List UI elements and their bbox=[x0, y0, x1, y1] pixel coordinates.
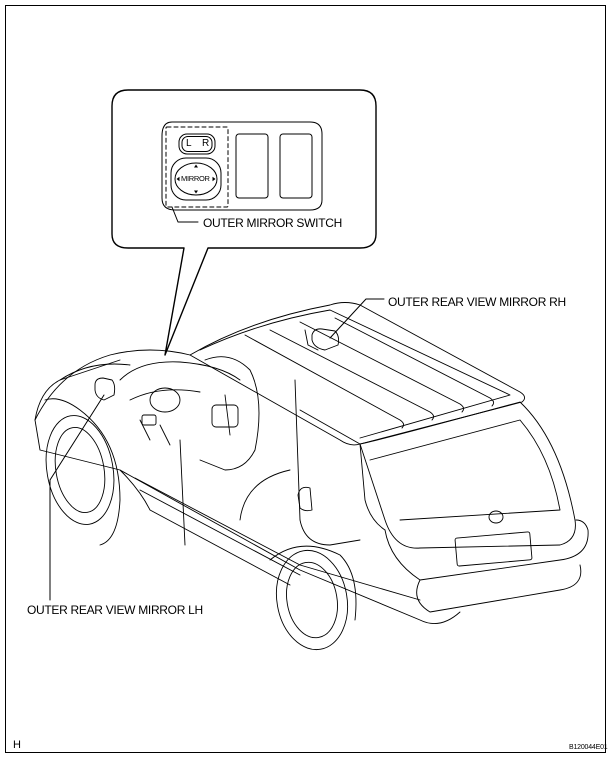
rear-wheel bbox=[276, 549, 348, 651]
mirror-knob-bezel bbox=[170, 157, 222, 201]
mirror-knob-label: MIRROR bbox=[181, 174, 210, 183]
figure-frame bbox=[5, 5, 606, 753]
rh-mirror bbox=[311, 328, 340, 351]
outer-mirror-switch-label: OUTER MIRROR SWITCH bbox=[203, 216, 342, 230]
blank-switch-2 bbox=[279, 133, 313, 199]
front-wheel bbox=[45, 415, 115, 525]
switch-highlight-dashed bbox=[165, 126, 229, 208]
lr-selector-inner bbox=[181, 136, 213, 152]
switch-leader-line bbox=[171, 206, 199, 223]
figure-id: B120044E01 bbox=[569, 744, 608, 751]
blank-switch-1 bbox=[235, 133, 269, 199]
lh-leader-line bbox=[49, 394, 105, 601]
mirror-switch-panel bbox=[161, 121, 323, 223]
arrow-right-icon bbox=[212, 176, 216, 182]
rh-leader-line bbox=[329, 298, 385, 339]
lh-mirror bbox=[94, 377, 116, 401]
lr-selector-l-label: L bbox=[186, 138, 192, 149]
mirror-knob bbox=[174, 162, 218, 196]
outer-rear-view-mirror-lh-label: OUTER REAR VIEW MIRROR LH bbox=[27, 603, 203, 617]
lr-selector-r-label: R bbox=[202, 138, 209, 149]
arrow-left-icon bbox=[176, 176, 180, 182]
lr-selector-outer bbox=[178, 133, 216, 155]
arrow-down-icon bbox=[194, 190, 198, 194]
switch-detail-box bbox=[111, 89, 377, 356]
view-code: H bbox=[13, 739, 21, 751]
outer-rear-view-mirror-rh-label: OUTER REAR VIEW MIRROR RH bbox=[388, 295, 566, 309]
arrow-up-icon bbox=[194, 164, 198, 168]
